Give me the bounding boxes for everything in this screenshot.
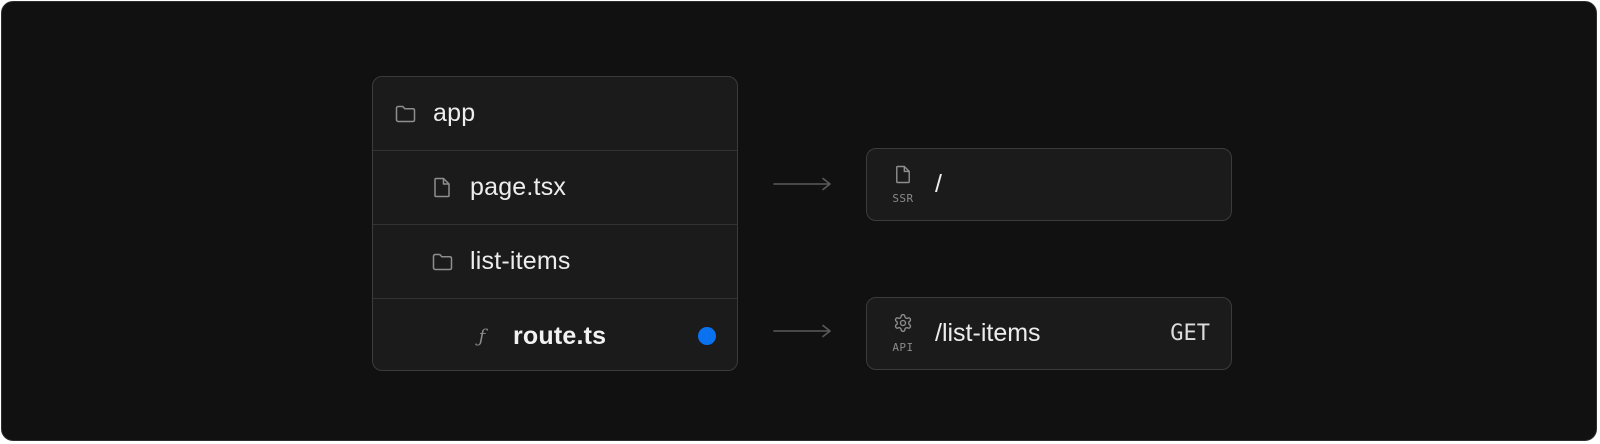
tree-item-route-ts[interactable]: ƒ route.ts	[373, 299, 737, 370]
tree-item-label: page.tsx	[470, 173, 567, 201]
file-tree: app page.tsx list-items ƒ rout	[372, 76, 738, 371]
route-type-label: API	[892, 341, 914, 354]
tree-item-app[interactable]: app	[373, 77, 737, 151]
route-type-label: SSR	[892, 191, 914, 205]
arrow-right-icon	[773, 177, 831, 191]
route-path: /list-items	[935, 319, 1041, 347]
active-indicator-dot	[698, 327, 716, 345]
route-card-ssr: SSR /	[866, 148, 1232, 221]
gear-icon	[893, 313, 913, 338]
route-method: GET	[1170, 321, 1210, 346]
route-type-badge: API	[888, 313, 918, 354]
file-icon	[431, 177, 453, 199]
arrow-right-icon	[773, 324, 831, 338]
tree-item-label: route.ts	[513, 321, 607, 350]
route-card-api: API /list-items GET	[866, 297, 1232, 370]
file-icon	[895, 165, 911, 189]
function-icon: ƒ	[478, 325, 486, 347]
tree-item-label: app	[433, 99, 476, 127]
tree-item-label: list-items	[470, 247, 571, 275]
tree-item-list-items[interactable]: list-items	[373, 225, 737, 299]
route-type-badge: SSR	[888, 165, 918, 205]
tree-item-page-tsx[interactable]: page.tsx	[373, 151, 737, 225]
route-path: /	[935, 170, 942, 198]
folder-icon	[431, 251, 453, 273]
folder-icon	[394, 103, 416, 125]
